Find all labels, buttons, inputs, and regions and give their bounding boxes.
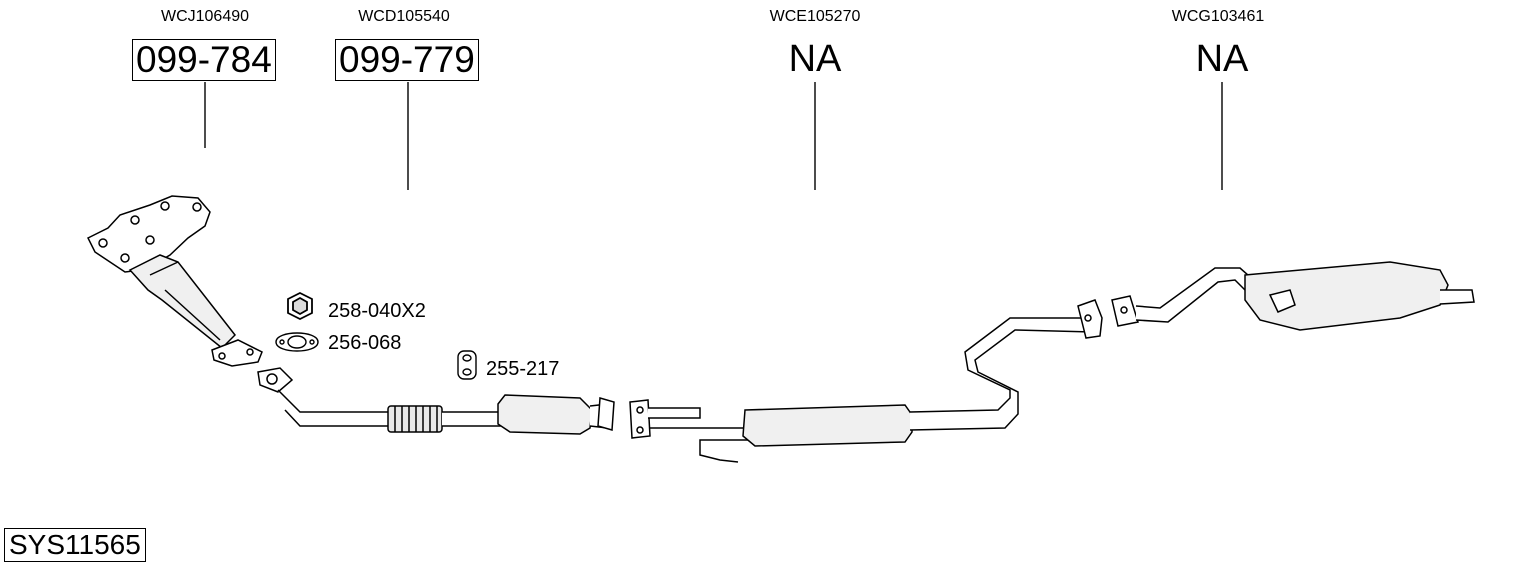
ref-code-4: WCG103461: [1171, 8, 1265, 25]
part-number-rear: NA: [1195, 38, 1249, 80]
rear-silencer-part: [1111, 261, 1475, 331]
part-number-front-pipe[interactable]: 099-779: [335, 39, 479, 81]
part-number-manifold[interactable]: 099-784: [132, 39, 276, 81]
accessory-label-nut[interactable]: 258-040X2: [328, 300, 426, 322]
ref-code-2: WCD105540: [358, 8, 450, 25]
accessory-label-mount[interactable]: 255-217: [486, 358, 560, 380]
manifold-catalyst-part: [86, 195, 263, 367]
accessory-label-gasket[interactable]: 256-068: [328, 332, 402, 354]
rubber-mount-icon: [457, 350, 477, 380]
ref-code-3: WCE105270: [769, 8, 861, 25]
ref-code-1: WCJ106490: [160, 8, 250, 25]
system-code: SYS11565: [4, 528, 146, 562]
part-number-middle: NA: [788, 38, 842, 80]
hex-nut-icon: [287, 291, 313, 321]
front-pipe-part: [257, 367, 615, 435]
middle-pipe-part: [629, 299, 1103, 463]
gasket-icon: [275, 332, 319, 352]
